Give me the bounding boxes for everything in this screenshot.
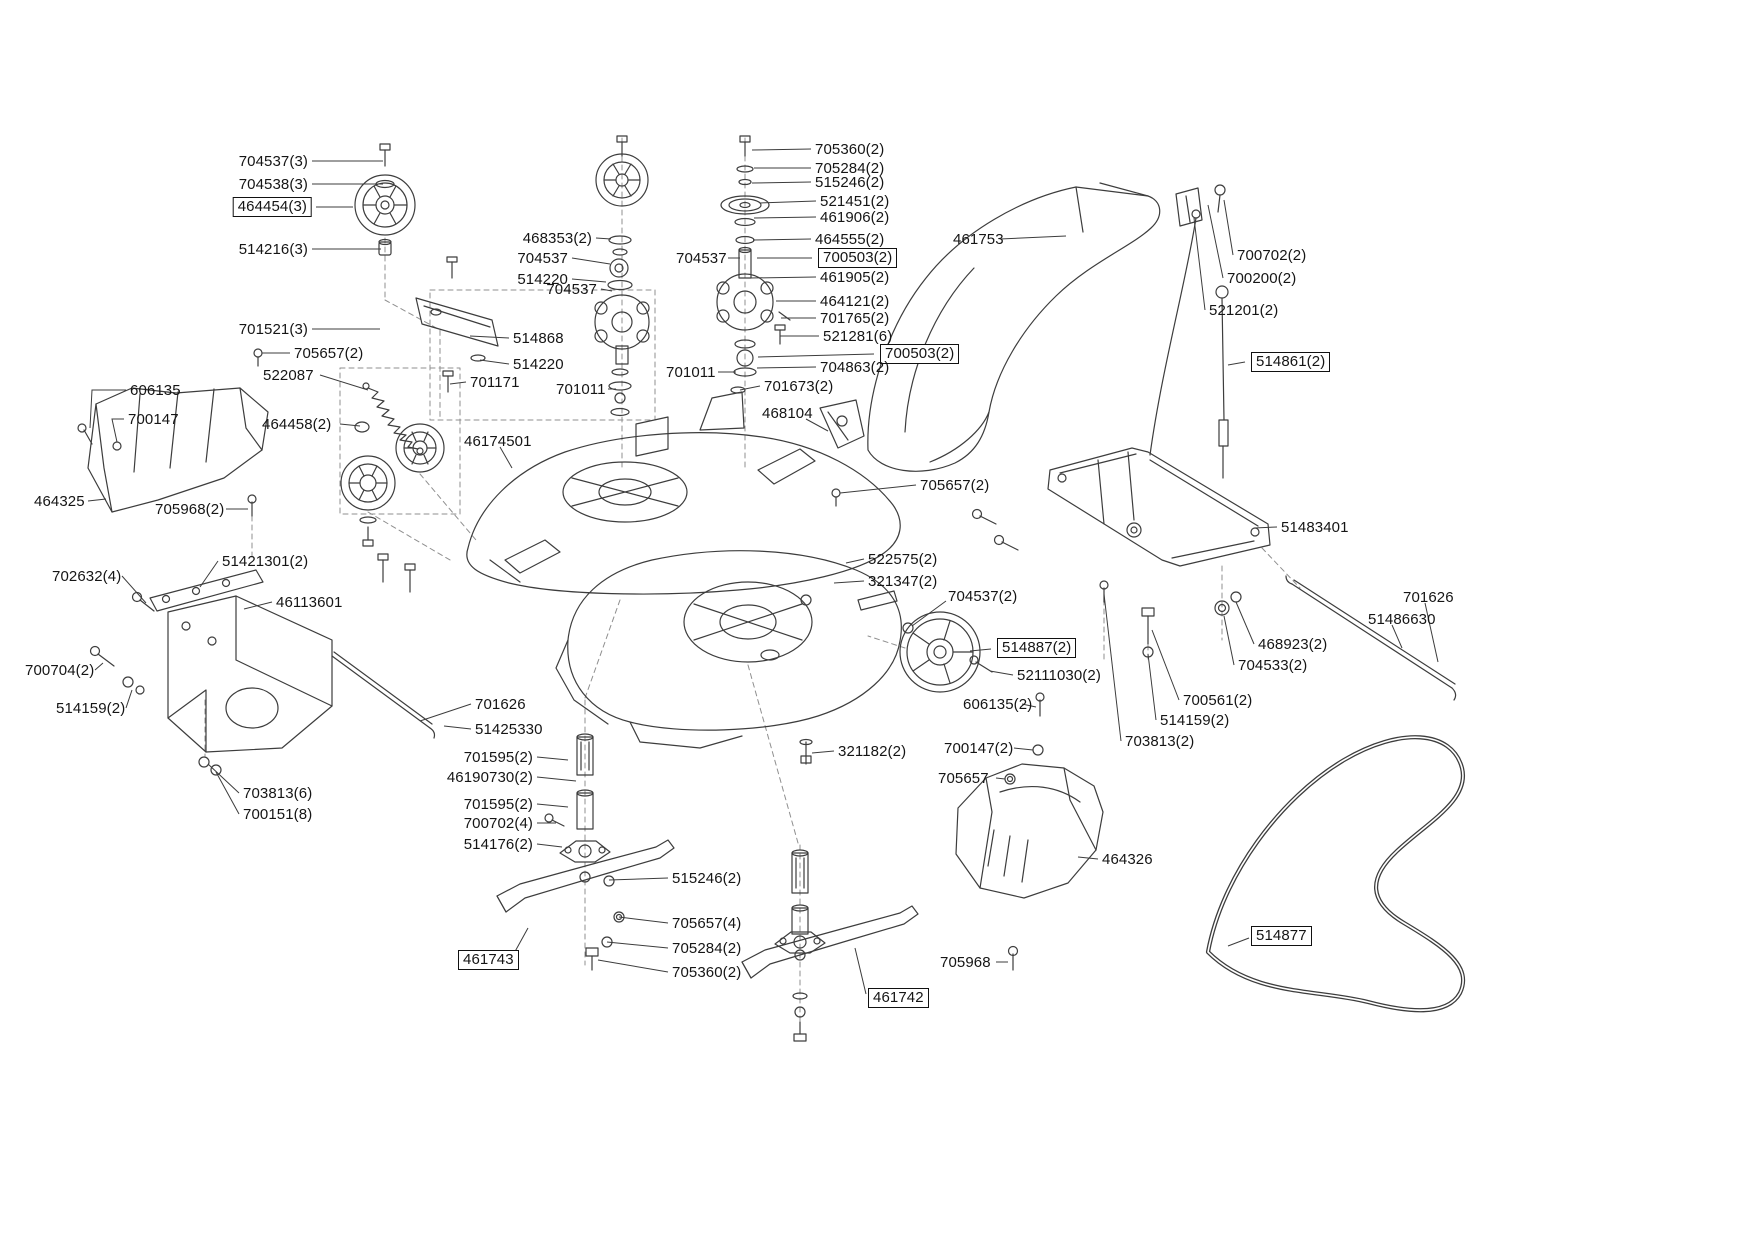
part-label: 51421301(2): [222, 553, 309, 570]
part-label: 461906(2): [820, 209, 890, 226]
part-label: 705657: [938, 770, 989, 787]
part-label: 464325: [34, 493, 85, 510]
part-label: 705657(2): [920, 477, 990, 494]
part-label: 700147(2): [944, 740, 1014, 757]
part-label: 700704(2): [25, 662, 95, 679]
part-label: 700702(4): [463, 815, 533, 832]
part-label: 514861(2): [1251, 352, 1331, 373]
part-label: 701011: [556, 381, 606, 398]
part-label: 701626: [475, 696, 526, 713]
part-label: 464326: [1102, 851, 1153, 868]
part-label: 515246(2): [815, 174, 885, 191]
part-label: 522575(2): [868, 551, 938, 568]
part-label: 704537(2): [948, 588, 1018, 605]
part-label: 514216(3): [238, 241, 308, 258]
part-label: 468104: [762, 405, 813, 422]
part-label: 705657(2): [294, 345, 364, 362]
part-label: 705657(4): [672, 915, 742, 932]
part-label: 704538(3): [238, 176, 308, 193]
part-label: 700503(2): [880, 344, 960, 365]
part-label: 700200(2): [1227, 270, 1297, 287]
part-label: 321182(2): [838, 743, 907, 760]
part-label: 521201(2): [1209, 302, 1279, 319]
part-label: 46113601: [276, 594, 343, 611]
part-label: 701673(2): [764, 378, 834, 395]
part-label: 51425330: [475, 721, 543, 738]
part-label: 704533(2): [1238, 657, 1308, 674]
part-label: 705284(2): [672, 940, 742, 957]
part-label: 700147: [128, 411, 179, 428]
part-label: 464458(2): [262, 416, 332, 433]
part-label: 705968: [940, 954, 991, 971]
part-label: 700503(2): [818, 248, 898, 269]
part-label: 468353(2): [522, 230, 592, 247]
part-label: 705968(2): [155, 501, 225, 518]
part-label: 522087: [263, 367, 314, 384]
part-label: 701171: [470, 374, 520, 391]
part-label: 464555(2): [815, 231, 885, 248]
part-label: 514159(2): [1160, 712, 1230, 729]
part-label: 46190730(2): [446, 769, 533, 786]
part-label: 461742: [868, 988, 929, 1009]
part-label: 705360(2): [672, 964, 742, 981]
part-label: 514176(2): [463, 836, 533, 853]
part-label: 515246(2): [672, 870, 742, 887]
part-label: 521451(2): [820, 193, 890, 210]
part-label: 51483401: [1281, 519, 1349, 536]
part-label: 464121(2): [820, 293, 890, 310]
part-label: 701011: [666, 364, 716, 381]
part-label: 700561(2): [1183, 692, 1253, 709]
part-label: 52111030(2): [1017, 667, 1101, 684]
part-label: 514220: [513, 356, 564, 373]
part-label: 461905(2): [820, 269, 890, 286]
part-label: 705284(2): [815, 160, 885, 177]
part-label: 514877: [1251, 926, 1312, 947]
part-label: 701595(2): [463, 796, 533, 813]
part-label: 700702(2): [1237, 247, 1307, 264]
part-label: 703813(6): [243, 785, 313, 802]
part-label: 701765(2): [820, 310, 890, 327]
part-label: 700151(8): [243, 806, 313, 823]
part-label: 514220: [517, 271, 568, 288]
part-label: 514887(2): [997, 638, 1077, 659]
part-label: 701521(3): [238, 321, 308, 338]
part-label: 606135(2): [963, 696, 1033, 713]
part-label: 51486630: [1368, 611, 1436, 628]
part-label: 705360(2): [815, 141, 885, 158]
part-label: 461743: [458, 950, 519, 971]
part-label: 606135: [130, 382, 181, 399]
part-label: 704537(3): [238, 153, 308, 170]
part-label: 46174501: [464, 433, 532, 450]
part-label: 704537: [676, 250, 727, 267]
part-label: 701595(2): [463, 749, 533, 766]
part-label: 704863(2): [820, 359, 890, 376]
part-label: 703813(2): [1125, 733, 1195, 750]
part-label: 704537: [546, 281, 597, 298]
part-label: 461753: [953, 231, 1004, 248]
part-label: 514159(2): [56, 700, 126, 717]
part-label: 514868: [513, 330, 564, 347]
part-label: 321347(2): [868, 573, 938, 590]
part-label: 464454(3): [232, 197, 312, 218]
part-label: 704537: [517, 250, 568, 267]
part-label: 521281(6): [823, 328, 893, 345]
part-label: 468923(2): [1258, 636, 1328, 653]
part-label: 702632(4): [52, 568, 122, 585]
part-label: 701626: [1403, 589, 1454, 606]
